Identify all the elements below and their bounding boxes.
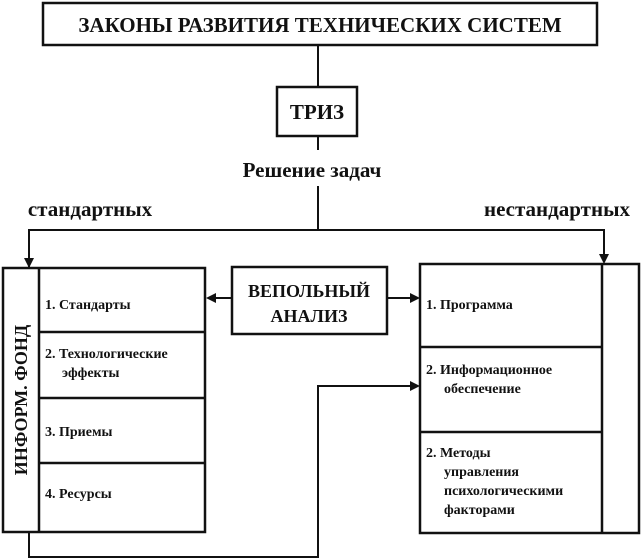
vepol-analysis-box: ВЕПОЛЬНЫЙ АНАЛИЗ xyxy=(230,265,389,336)
list-item: 3. Приемы xyxy=(45,425,112,440)
standard-label: стандартных xyxy=(28,197,153,221)
list-item: 1. Программа xyxy=(426,298,513,313)
branch-arrow xyxy=(28,229,609,268)
list-item: 1. Стандарты xyxy=(45,298,131,313)
list-item: 4. Ресурсы xyxy=(45,487,112,502)
vepol-line1: ВЕПОЛЬНЫЙ xyxy=(248,280,370,301)
program-box: 1. Программа 2. Информационное обеспечен… xyxy=(418,262,641,535)
list-item-cont: психологическими xyxy=(444,484,563,499)
list-item-cont: эффекты xyxy=(62,366,119,381)
list-item: 2. Информационное xyxy=(426,363,552,378)
triz-box: ТРИЗ xyxy=(275,85,359,138)
list-item: 2. Технологические xyxy=(45,347,168,362)
title-box: ЗАКОНЫ РАЗВИТИЯ ТЕХНИЧЕСКИХ СИСТЕМ xyxy=(41,1,599,47)
nonstandard-label: нестандартных xyxy=(484,197,631,221)
info-fund-box: ИНФОРМ. ФОНД 1. Стандарты 2. Технологиче… xyxy=(1,266,207,534)
list-item-cont: управления xyxy=(444,465,519,480)
list-item-cont: обеспечение xyxy=(444,382,521,397)
solving-label: Решение задач xyxy=(243,158,382,182)
triz-text: ТРИЗ xyxy=(290,100,344,124)
vepol-line2: АНАЛИЗ xyxy=(271,306,348,326)
info-fund-label: ИНФОРМ. ФОНД xyxy=(11,324,31,475)
fund-to-info-arrow xyxy=(28,381,420,558)
title-text: ЗАКОНЫ РАЗВИТИЯ ТЕХНИЧЕСКИХ СИСТЕМ xyxy=(78,13,562,37)
list-item-cont: факторами xyxy=(444,503,515,518)
list-item: 2. Методы xyxy=(426,446,491,461)
